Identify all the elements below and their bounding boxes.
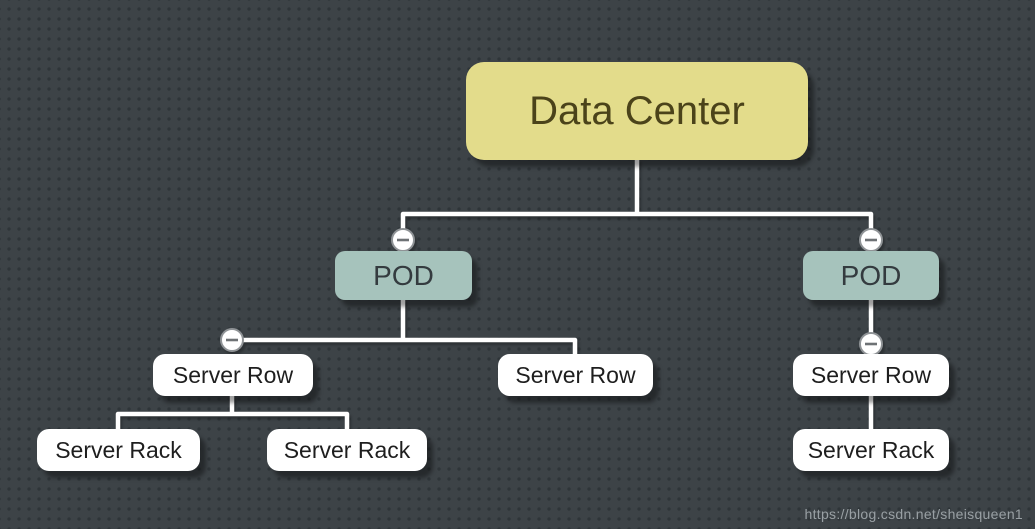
node-server-row-3[interactable]: Server Row bbox=[793, 354, 949, 396]
node-pod-2[interactable]: POD bbox=[803, 251, 939, 300]
node-data-center[interactable]: Data Center bbox=[466, 62, 808, 160]
collapse-minus-icon-row1[interactable] bbox=[220, 328, 244, 352]
watermark-url: https://blog.csdn.net/sheisqueen1 bbox=[804, 506, 1023, 522]
node-server-rack-1[interactable]: Server Rack bbox=[37, 429, 200, 471]
node-pod-2-label: POD bbox=[840, 259, 902, 291]
node-server-row-1-label: Server Row bbox=[172, 361, 294, 388]
node-server-rack-2[interactable]: Server Rack bbox=[267, 429, 427, 471]
node-server-rack-3[interactable]: Server Rack bbox=[793, 429, 949, 471]
node-server-row-2-label: Server Row bbox=[515, 361, 636, 388]
node-server-row-2[interactable]: Server Row bbox=[498, 354, 653, 396]
collapse-minus-icon-pod1[interactable] bbox=[391, 228, 415, 252]
node-server-rack-2-label: Server Rack bbox=[283, 436, 411, 463]
connector-pod-bus bbox=[400, 211, 874, 232]
node-pod-1[interactable]: POD bbox=[335, 251, 472, 300]
collapse-minus-icon-pod2[interactable] bbox=[859, 228, 883, 252]
collapse-minus-icon-row3[interactable] bbox=[859, 332, 883, 356]
node-data-center-label: Data Center bbox=[529, 88, 745, 133]
connector-rack-bus bbox=[115, 411, 350, 431]
node-server-row-3-label: Server Row bbox=[810, 361, 932, 388]
node-server-row-1[interactable]: Server Row bbox=[153, 354, 313, 396]
node-server-rack-1-label: Server Rack bbox=[55, 436, 182, 463]
node-pod-1-label: POD bbox=[373, 259, 434, 291]
node-server-rack-3-label: Server Rack bbox=[807, 436, 935, 463]
connector-row-bus bbox=[232, 337, 578, 356]
